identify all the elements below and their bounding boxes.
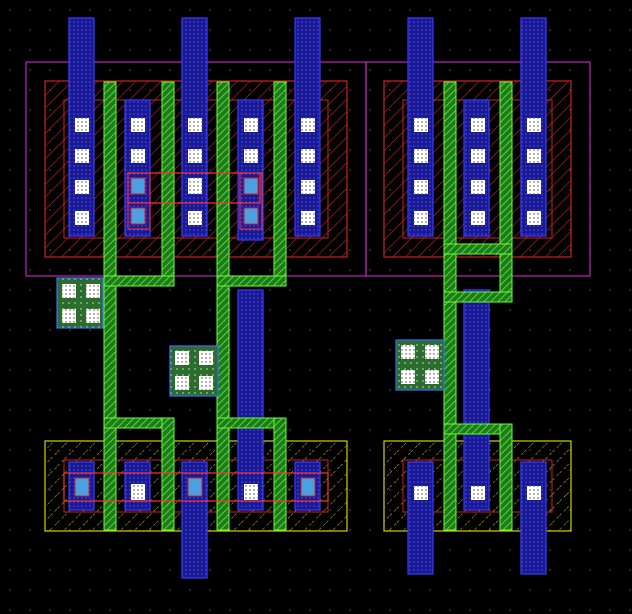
poly-gate-4-low [273, 417, 287, 531]
via-array [74, 177, 316, 497]
pmos-via-outline-1 [127, 172, 151, 230]
poly-gates [103, 81, 513, 531]
poly-gate-2-low [161, 417, 175, 531]
poly-gate-1 [103, 81, 117, 531]
poly-bridge-top-1 [103, 275, 175, 287]
contact [188, 211, 202, 225]
contact [244, 118, 258, 132]
metal-strap-9 [237, 289, 264, 511]
contact [131, 149, 145, 163]
contact [527, 149, 541, 163]
contact [527, 211, 541, 225]
contact [471, 149, 485, 163]
via-1 [130, 177, 146, 195]
contact [527, 486, 541, 500]
contact [301, 149, 315, 163]
poly-bridge-top-3b [443, 291, 513, 303]
contact [188, 149, 202, 163]
contact [75, 149, 89, 163]
contact [75, 211, 89, 225]
contact [414, 149, 428, 163]
poly-gate-6-low [499, 423, 513, 531]
poly-gate-6 [499, 81, 513, 303]
well-tap-2 [169, 345, 219, 397]
contact [414, 180, 428, 194]
contact [75, 118, 89, 132]
metal-strap-2 [181, 17, 208, 237]
contact [471, 118, 485, 132]
via-7 [300, 477, 316, 497]
poly-bridge-top-3a [443, 243, 513, 255]
poly-gate-3 [216, 81, 230, 531]
contact [414, 118, 428, 132]
contact [301, 211, 315, 225]
contact [471, 211, 485, 225]
metal-straps [68, 17, 547, 579]
contact [471, 486, 485, 500]
poly-gate-5 [443, 81, 457, 531]
metal-strap-10 [463, 289, 490, 511]
nmos-contact-a [131, 484, 145, 500]
nwell-right [365, 61, 591, 277]
contact [414, 211, 428, 225]
metal-strap-12 [407, 461, 434, 575]
nmos-local-interconnect [63, 472, 329, 502]
via-6 [187, 477, 203, 497]
via-5 [74, 477, 90, 497]
via-3 [243, 177, 259, 195]
contact [188, 118, 202, 132]
well-tap-1 [56, 277, 104, 329]
contact [131, 118, 145, 132]
via-4 [243, 207, 259, 225]
pmos-via-outline-2 [239, 172, 263, 230]
pmos-center-contact [188, 178, 202, 194]
contact [471, 180, 485, 194]
contact [414, 486, 428, 500]
poly-gate-2 [161, 81, 175, 287]
well-tap-3 [395, 339, 445, 391]
poly-bridge-top-2 [216, 275, 287, 287]
contact [301, 180, 315, 194]
poly-gate-4 [273, 81, 287, 287]
contact [527, 118, 541, 132]
metal-strap-3 [294, 17, 321, 237]
nmos-contact-b [244, 484, 258, 500]
via-2 [130, 207, 146, 225]
contact [244, 149, 258, 163]
contact [527, 180, 541, 194]
contact-array [75, 118, 541, 500]
metal-strap-13 [520, 461, 547, 575]
contact [75, 180, 89, 194]
contact [301, 118, 315, 132]
